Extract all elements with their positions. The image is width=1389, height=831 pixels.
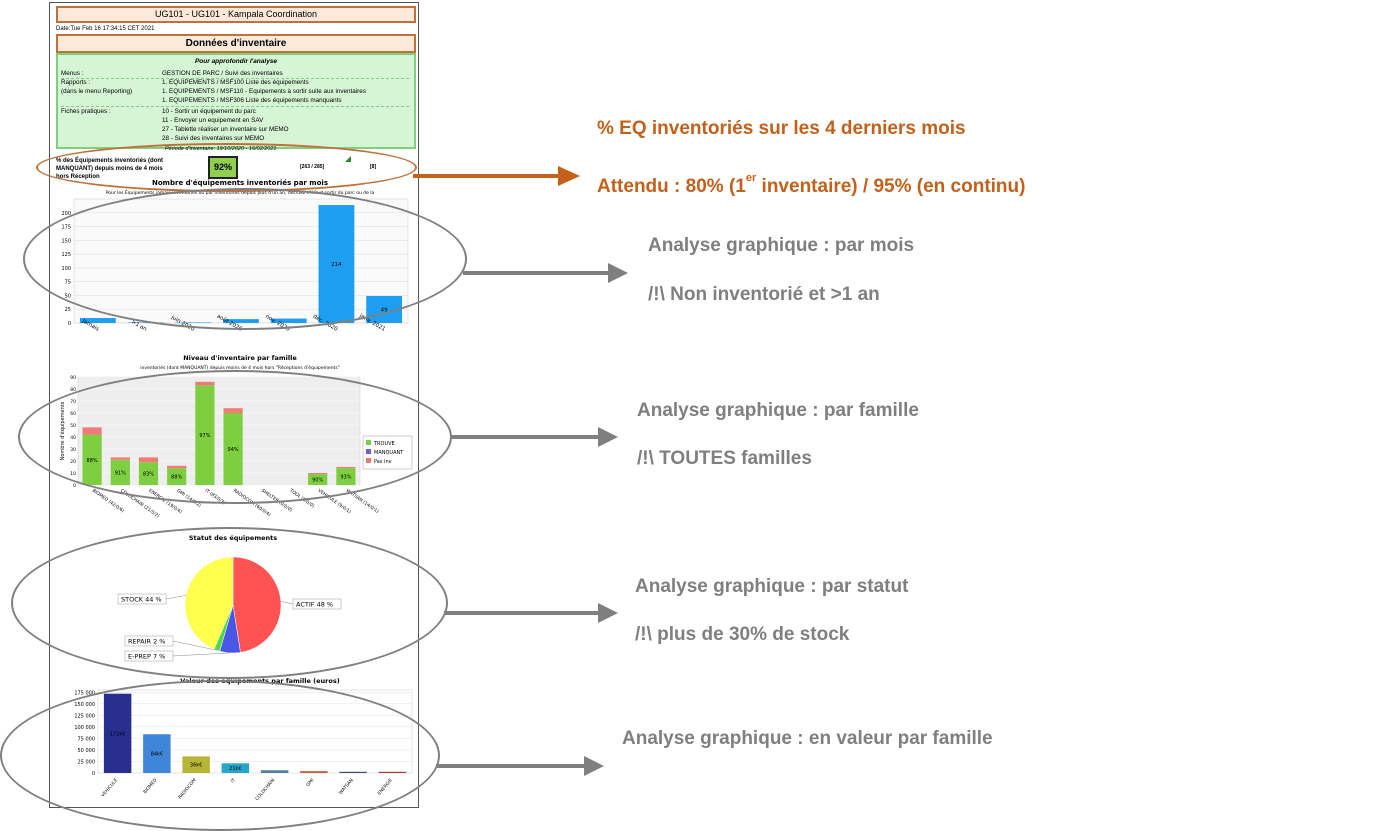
fiches-item: 11 - Envoyer un equipement en SAV [162, 117, 264, 124]
fiches-item: 10 - Sortir un équipement du parc [162, 108, 256, 115]
y-tick-label: 25 [65, 307, 71, 313]
rapports-sub: (dans le menu Reporting) [61, 88, 133, 95]
kpi-expected-annotation: Attendu : 80% (1er inventaire) / 95% (en… [597, 172, 1026, 198]
status-annotation: Analyse graphique : par statut [635, 576, 909, 597]
month-annotation: Analyse graphique : par mois [648, 235, 915, 256]
divider [61, 78, 409, 79]
fiches-item: 28 - Suivi des inventaires sur MEMO [162, 135, 265, 142]
kpi-expected-text: inventaire) / 95% (en continu) [756, 176, 1026, 197]
family-annotation: Analyse graphique : par famille [637, 400, 919, 421]
divider [61, 106, 409, 107]
month-chart-oval [23, 188, 467, 330]
y-tick-label: 200 [61, 211, 71, 217]
y-tick-label: 0 [68, 321, 71, 327]
kpi-expected-text: Attendu : 80% (1 [597, 176, 746, 197]
rapports-item: 1. EQUIPEMENTS / MSF110 - Equipements à … [162, 88, 366, 95]
arrow-icon [444, 603, 618, 623]
chart-subtitle: inventoriés (dont MANQUANT) depuis moins… [140, 364, 340, 371]
fiches-label: Fiches pratiques : [61, 108, 111, 115]
section-title: Données d'inventaire [56, 34, 416, 53]
arrow-icon [463, 263, 628, 283]
bar [127, 322, 164, 323]
value-chart-oval [0, 680, 440, 831]
report-date: Date:Tue Feb 16 17:34:15 CET 2021 [56, 26, 155, 32]
value-annotation: Analyse graphique : en valeur par famill… [622, 728, 993, 749]
family-warning: /!\ TOUTES familles [637, 448, 812, 469]
rapports-item: 1. EQUIPEMENTS / MSF306 Liste des équipe… [162, 97, 342, 104]
menus-value: GESTION DE PARC / Suivi des inventaires [162, 70, 283, 77]
bar [79, 318, 116, 323]
arrow-icon [436, 756, 604, 776]
arrow-icon [413, 166, 580, 186]
rapports-label: Rapports : [61, 79, 91, 86]
kpi-expected-sup: er [745, 172, 757, 184]
status-chart-oval [11, 527, 448, 679]
arrow-icon [450, 427, 618, 447]
menus-label: Menus : [61, 70, 84, 77]
y-tick-label: 175 000 [74, 690, 95, 696]
month-warning: /!\ Non inventorié et >1 an [648, 284, 880, 305]
y-tick-label: 80 [70, 387, 76, 393]
analysis-box-title: Pour approfondir l'analyse [194, 58, 278, 65]
chart-title: Niveau d'inventaire par famille [183, 354, 297, 362]
y-tick-label: 90 [70, 375, 76, 381]
fiches-item: 27 - Tablette réaliser un inventaire sur… [162, 126, 289, 133]
kpi-annotation: % EQ inventoriés sur les 4 derniers mois [597, 118, 966, 139]
rapports-item: 1. EQUIPEMENTS / MSF100 Liste des équipe… [162, 79, 309, 86]
y-tick-label: 0 [73, 483, 76, 489]
status-warning: /!\ plus de 30% de stock [635, 624, 850, 645]
report-title: UG101 - UG101 - Kampala Coordination [56, 6, 416, 23]
analysis-box: Pour approfondir l'analyse Menus : GESTI… [56, 53, 416, 149]
